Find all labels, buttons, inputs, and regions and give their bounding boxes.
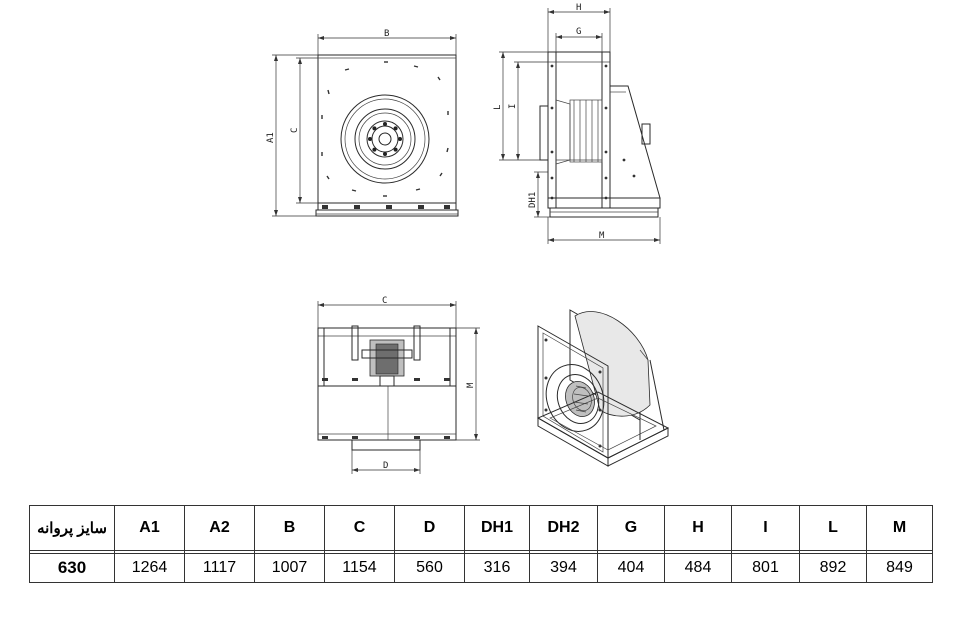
dim-c-label: C	[290, 128, 300, 133]
column-header: G	[597, 505, 665, 551]
table-cell: 404	[597, 553, 665, 583]
table-cell: 1264	[114, 553, 185, 583]
column-header: B	[254, 505, 325, 551]
dim-l-label: L	[493, 105, 503, 110]
table-cell: 484	[664, 553, 732, 583]
table-cell: 1117	[184, 553, 255, 583]
column-header: A1	[114, 505, 185, 551]
column-header: C	[324, 505, 395, 551]
table-separator-row	[29, 550, 933, 554]
dim-m-top-label: M	[466, 382, 476, 388]
column-header: D	[394, 505, 465, 551]
table-cell: 394	[529, 553, 598, 583]
column-header: L	[799, 505, 867, 551]
table-cell: 560	[394, 553, 465, 583]
dim-d-label: D	[383, 461, 388, 471]
table-cell: 801	[731, 553, 800, 583]
table-cell: 316	[464, 553, 530, 583]
table-cell: 1007	[254, 553, 325, 583]
dimension-table: سایز پروانه A1 A2 B C D DH1 DH2 G H I L …	[29, 505, 933, 583]
top-view: C M D	[317, 296, 480, 474]
dim-dh1-label: DH1	[528, 192, 538, 208]
table-header-row: سایز پروانه A1 A2 B C D DH1 DH2 G H I L …	[29, 505, 933, 551]
dim-i-label: I	[508, 104, 518, 109]
dim-g-label: G	[576, 27, 581, 37]
column-header: H	[664, 505, 732, 551]
dim-c-top-label: C	[382, 296, 387, 306]
table-cell: 892	[799, 553, 867, 583]
column-header: DH2	[529, 505, 598, 551]
dim-m-side-label: M	[599, 231, 605, 241]
table-cell: 1154	[324, 553, 395, 583]
table-cell: 849	[866, 553, 933, 583]
column-header: DH1	[464, 505, 530, 551]
technical-drawing: B A1 C	[266, 3, 670, 474]
column-header: I	[731, 505, 800, 551]
dim-b-label: B	[384, 29, 389, 39]
dim-h-label: H	[576, 3, 581, 13]
front-view: B A1 C	[266, 29, 459, 217]
isometric-view	[536, 309, 670, 467]
side-view: H G L I DH1 M	[493, 3, 661, 244]
column-header: M	[866, 505, 933, 551]
dim-a1-label: A1	[266, 132, 276, 143]
column-header: A2	[184, 505, 255, 551]
table-row: 630 1264 1117 1007 1154 560 316 394 404 …	[29, 553, 933, 583]
size-cell: 630	[29, 553, 115, 583]
size-label-header: سایز پروانه	[29, 505, 115, 551]
